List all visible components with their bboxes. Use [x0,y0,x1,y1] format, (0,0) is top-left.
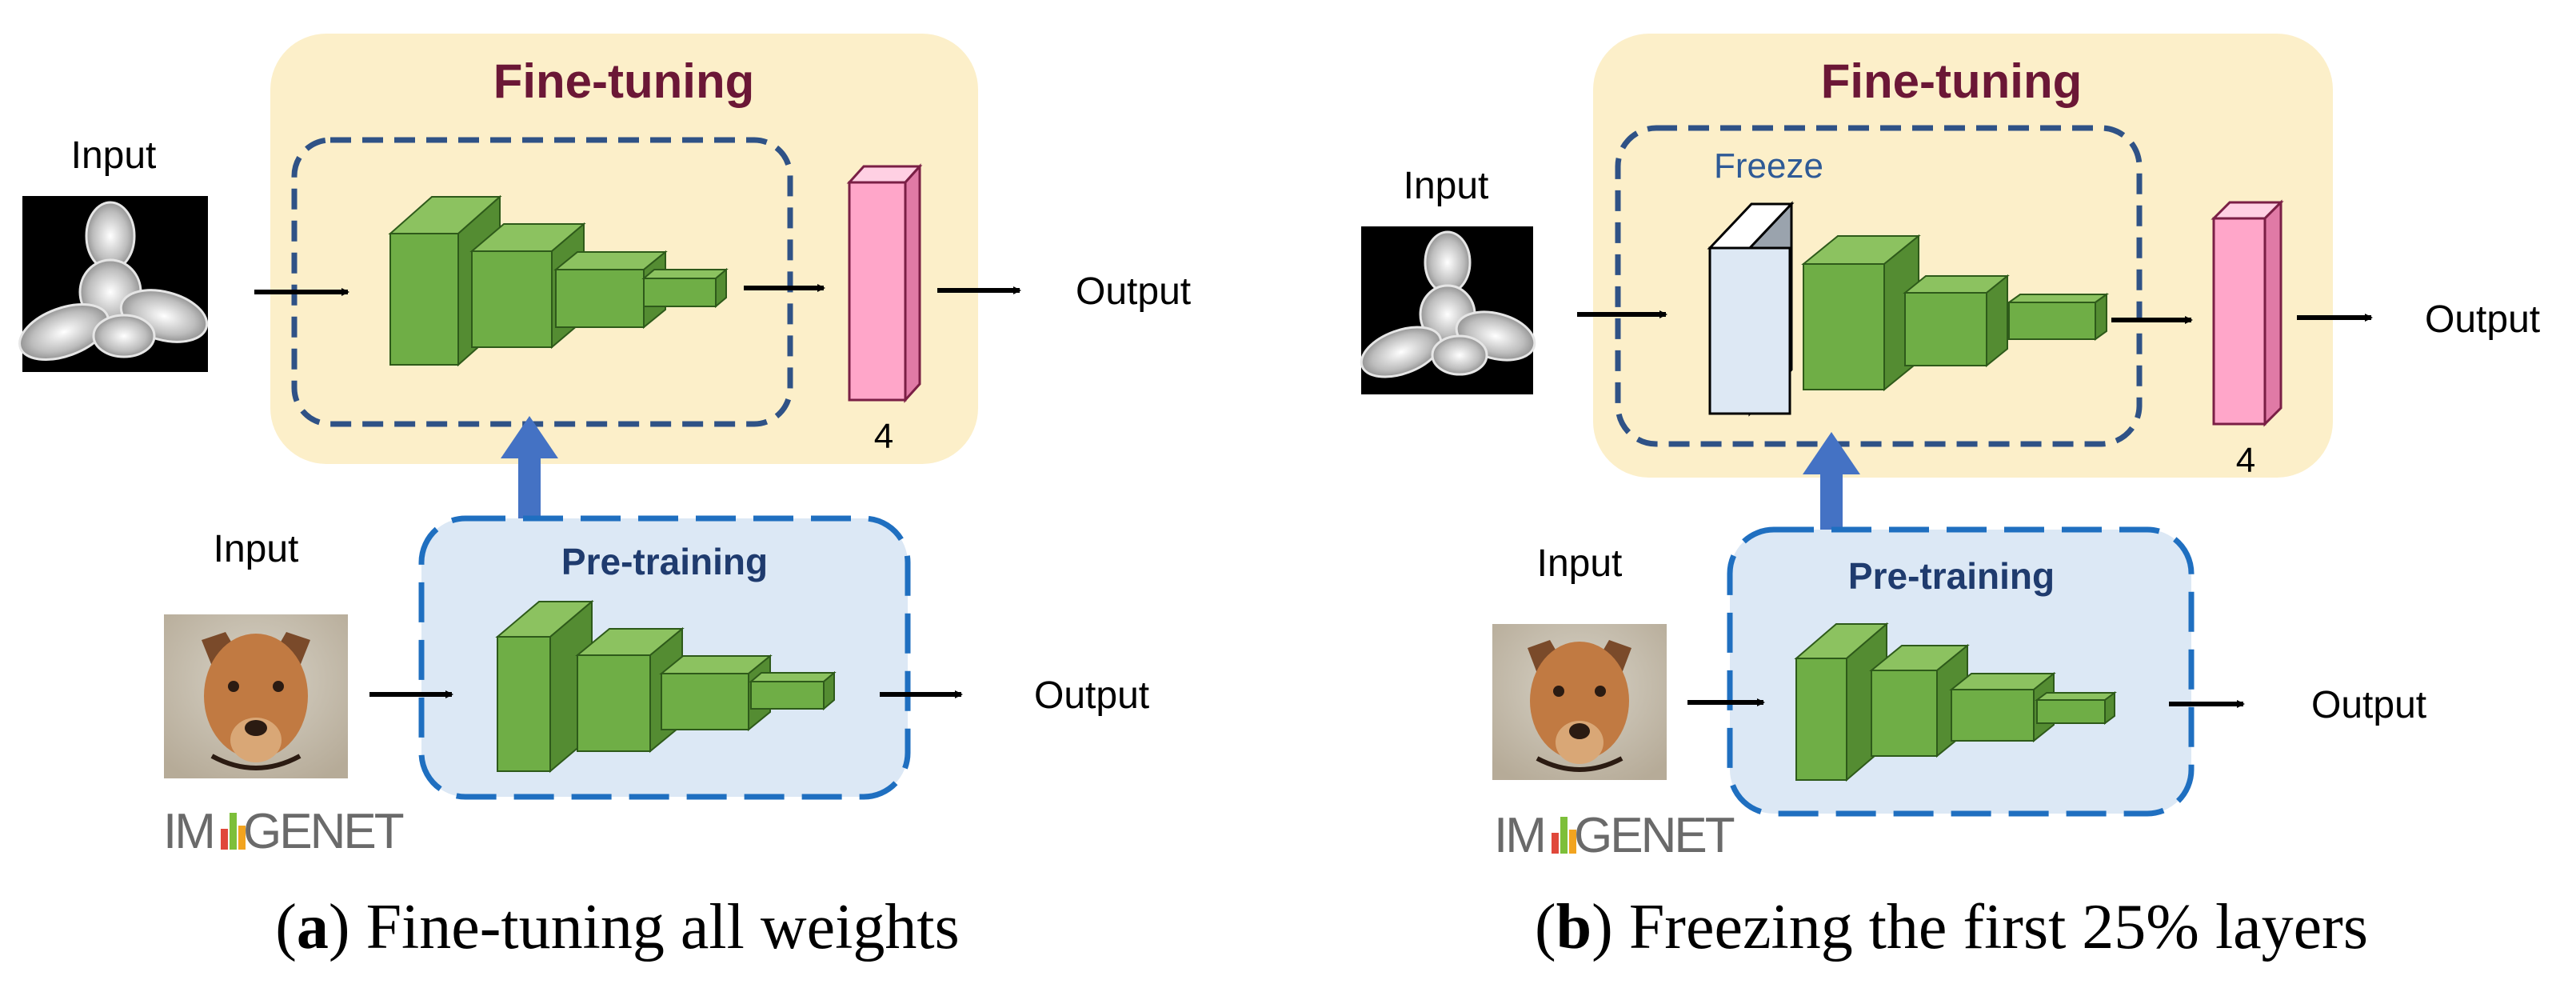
input-label-pretrain: Input [214,528,299,570]
input-label: Input [1404,165,1489,207]
svg-text:GENET: GENET [243,804,404,859]
freeze-label: Freeze [1714,146,1823,186]
pretrain-title: Pre-training [561,541,768,582]
trainable-layers-frame [291,137,793,427]
class-count-label: 4 [874,417,893,456]
molecule-mask-image [1360,226,1536,394]
imagenet-logo: IM GENET [1494,808,1737,863]
class-count-label: 4 [2236,441,2255,480]
cnn-blocks [388,194,729,367]
output-layer [846,163,923,403]
output-label: Output [1076,270,1191,313]
dog-photo [164,614,348,778]
caption-b: (b) Freezing the first 25% layers [1535,892,2368,962]
svg-text:IM: IM [1494,808,1544,863]
finetune-title: Fine-tuning [1821,54,2083,108]
cnn-blocks-pretrain [495,599,837,774]
panel-b: Fine-tuning Freeze Input [1360,34,2540,962]
panel-a: Fine-tuning Input [18,34,1191,962]
frozen-block [1707,201,1795,417]
finetune-title: Fine-tuning [493,54,755,108]
transfer-arrow [1803,432,1860,530]
cnn-blocks [1801,234,2110,392]
output-layer [2211,199,2284,427]
input-label: Input [71,134,157,177]
output-label: Output [2425,298,2540,341]
imagenet-logo: IM GENET [163,804,406,859]
cnn-blocks-pretrain [1794,622,2117,782]
output-label-pretrain: Output [2311,684,2426,726]
caption-a: (a) Fine-tuning all weights [275,892,959,962]
molecule-mask-image [18,196,209,372]
dog-photo [1492,624,1667,780]
transfer-arrow [501,416,558,518]
output-label-pretrain: Output [1034,674,1149,717]
trainable-layers-frame [1615,125,2143,447]
input-label-pretrain: Input [1537,542,1623,585]
svg-text:GENET: GENET [1574,808,1735,863]
pretrain-title: Pre-training [1848,555,2055,597]
svg-text:IM: IM [163,804,214,859]
